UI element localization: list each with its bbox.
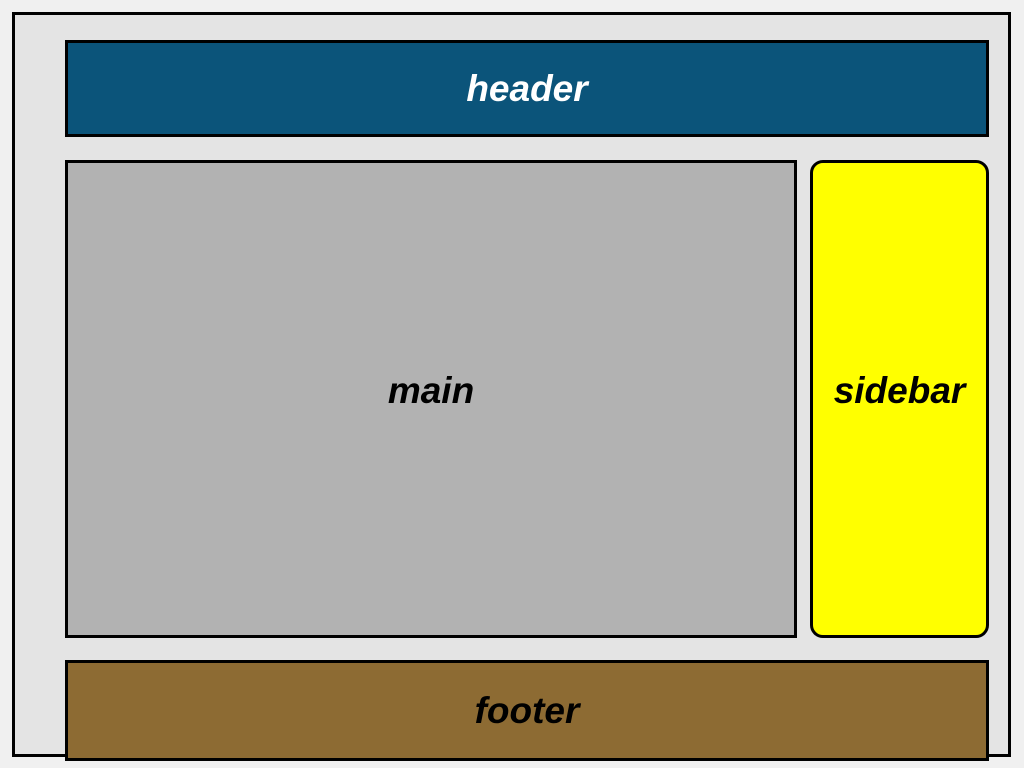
sidebar-label: sidebar xyxy=(833,370,966,411)
page-container: header main sidebar footer xyxy=(12,12,1011,761)
footer-region: footer xyxy=(65,660,989,761)
main-region: main xyxy=(65,160,797,638)
main-label: main xyxy=(387,370,475,411)
header-region: header xyxy=(65,40,989,137)
sidebar-region: sidebar xyxy=(810,160,989,638)
footer-label: footer xyxy=(474,689,580,731)
header-label: header xyxy=(466,67,588,109)
